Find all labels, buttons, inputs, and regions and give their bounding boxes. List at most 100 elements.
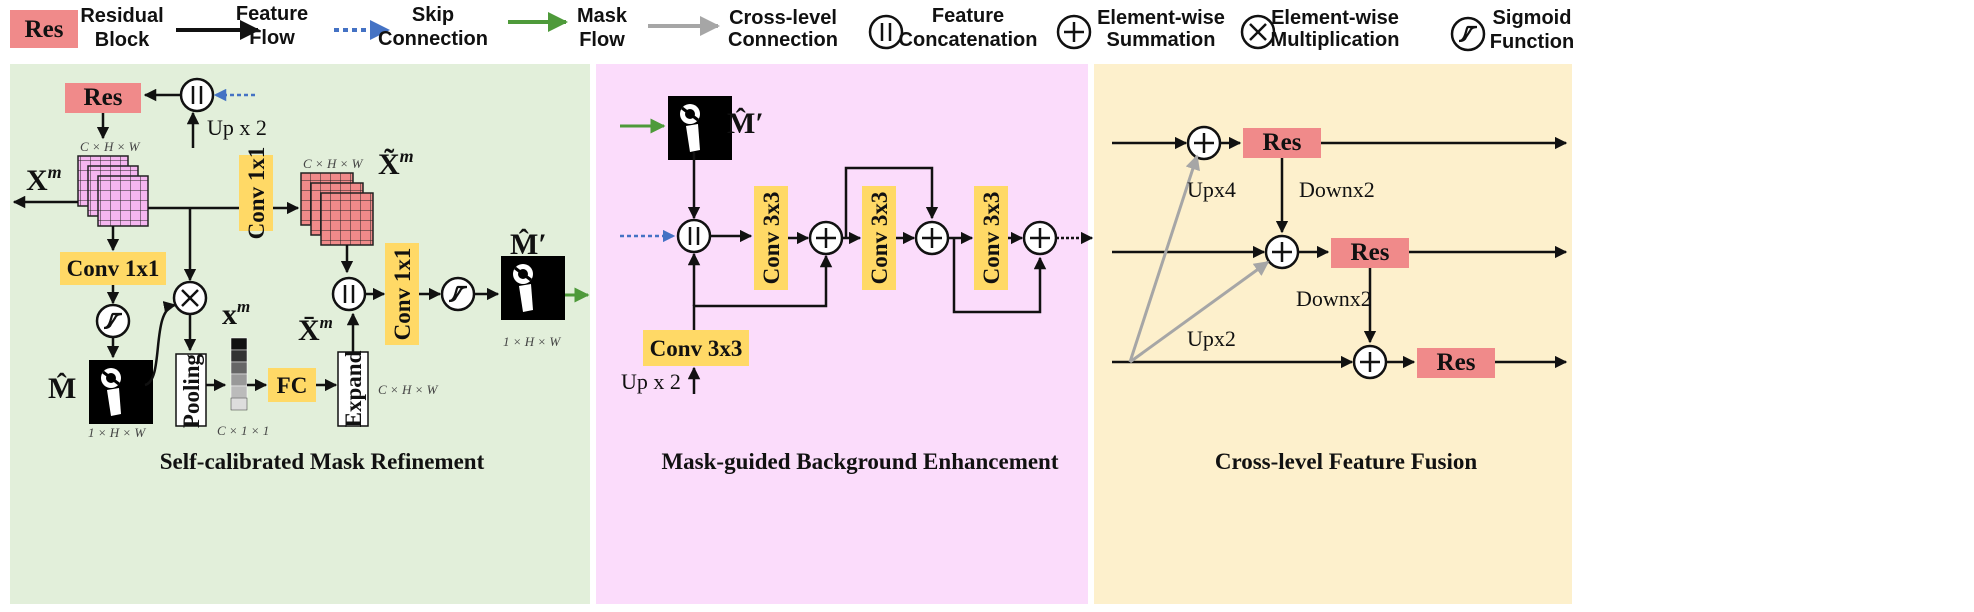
p1-mask-to-mult [144, 301, 177, 387]
p3-downx2-b: Downx2 [1296, 286, 1372, 311]
p1-expand-label: Expand [341, 350, 366, 427]
legend-sum-l2: Summation [1107, 29, 1216, 51]
p1-mask-mhat-prime [499, 254, 567, 322]
p2-conv-b-label: Conv 3x3 [867, 192, 892, 285]
legend-concat-l1: Feature [932, 5, 1004, 27]
p2-concat-icon [676, 218, 712, 254]
panel3-content: Res Downx2 Res Downx2 Res Upx4 Upx2 Cros… [1112, 125, 1568, 474]
p2-sum1-icon [808, 220, 844, 256]
p1-pooling-box [175, 353, 207, 427]
p2-up-label: Up x 2 [621, 369, 681, 394]
p3-res-bot-label: Res [1437, 349, 1476, 376]
legend-mult-icon [1240, 14, 1276, 50]
p1-res-label: Res [84, 84, 123, 111]
p1-fc-box [268, 368, 316, 402]
p2-sum3-icon [1022, 220, 1058, 256]
p1-concat-mid-icon [331, 276, 367, 312]
p1-up-label: Up x 2 [207, 115, 267, 140]
p1-concat-top-icon [179, 77, 215, 113]
p2-title: Mask-guided Background Enhancement [661, 449, 1058, 474]
p1-dim-1hw-a: 1 × H × W [88, 425, 146, 440]
p1-xsmall-label: xm [222, 297, 250, 331]
legend-residual-l1: Residual [80, 5, 163, 27]
p2-sum2-icon [914, 220, 950, 256]
p1-xbar-label: X̄m [298, 313, 333, 347]
p2-mask-mhat-prime [666, 94, 734, 162]
legend-residual-l2: Block [95, 29, 150, 51]
p1-dim-chw-exp: C × H × W [378, 382, 439, 397]
legend-skip-l2: Connection [378, 28, 488, 50]
p1-feature-cube-xtilde [300, 172, 374, 246]
p1-conv-right-label: Conv 1x1 [390, 248, 415, 341]
p2-conv-b [862, 186, 896, 290]
p1-vector-xm [230, 337, 248, 411]
p1-pooling-label: Pooling [179, 353, 204, 428]
p1-mhat-label: M̂ [48, 372, 76, 405]
p1-title: Self-calibrated Mask Refinement [160, 449, 485, 474]
legend-sigmoid-icon [1450, 16, 1486, 52]
p1-conv-left [60, 252, 166, 285]
legend-cross-l2: Connection [728, 29, 838, 51]
p1-xtilde-label: X̃m [378, 146, 414, 181]
legend-sum-icon [1056, 14, 1092, 50]
panel-feature-fusion [1094, 64, 1572, 604]
legend-mult-l2: Multiplication [1271, 29, 1400, 51]
legend-concat-l2: Concatenation [899, 29, 1038, 51]
p3-upx2-label: Upx2 [1187, 326, 1236, 351]
p3-cross-upx2 [1129, 260, 1270, 364]
p1-sigmoid-right-icon [440, 276, 476, 312]
p3-sum-bot-icon [1352, 344, 1388, 380]
legend-mask-l1: Mask [577, 5, 628, 27]
legend-res-label: Res [25, 16, 64, 43]
legend-res-box [10, 10, 78, 48]
p3-res-bot [1417, 348, 1495, 378]
p1-expand-box [337, 351, 369, 427]
p3-res-top [1243, 128, 1321, 158]
p1-dim-c11: C × 1 × 1 [217, 423, 269, 438]
p1-mask-mhat [87, 358, 155, 426]
p1-dim-chw-mid: C × H × W [303, 156, 364, 171]
p1-conv-mid [239, 155, 273, 231]
legend-mult-l1: Element-wise [1271, 7, 1399, 29]
legend: Res Residual Block Feature Flow Skip Con… [10, 3, 1574, 53]
legend-sigmoid-l1: Sigmoid [1493, 7, 1572, 29]
legend-mask-l2: Flow [579, 29, 625, 51]
legend-feature-l1: Feature [236, 3, 308, 25]
p2-residual-to-sum1 [692, 254, 833, 330]
p3-cross-upx4 [1128, 154, 1200, 363]
p1-dim-chw-top: C × H × W [80, 139, 141, 154]
p3-downx2-a: Downx2 [1299, 177, 1375, 202]
p3-res-mid [1331, 238, 1409, 268]
p1-feature-cube-xm [77, 155, 149, 227]
legend-sigmoid-l2: Function [1490, 31, 1574, 53]
legend-concat-icon [868, 14, 904, 50]
p1-xm-label: Xm [26, 162, 62, 197]
p1-conv-right [385, 243, 419, 345]
p3-sum-top-icon [1186, 125, 1222, 161]
p1-mult-icon [172, 280, 208, 316]
p2-conv-a-label: Conv 3x3 [759, 192, 784, 285]
p2-mhat-prime-label: M̂′ [727, 107, 764, 140]
p1-conv-mid-label: Conv 1x1 [244, 147, 269, 240]
p1-conv-left-label: Conv 1x1 [67, 256, 160, 281]
p3-res-mid-label: Res [1351, 239, 1390, 266]
panel2-content: M̂′ Conv 3x3 Conv 3x3 Conv 3x3 Conv 3x [620, 94, 1094, 474]
p2-skip-top [844, 166, 939, 238]
legend-skip-l1: Skip [412, 4, 454, 26]
p2-skip-bottom [952, 238, 1047, 314]
p1-mhat-prime-label: M̂′ [510, 228, 547, 261]
p2-conv-c [974, 186, 1008, 290]
p3-sum-mid-icon [1264, 234, 1300, 270]
p2-conv-c-label: Conv 3x3 [979, 192, 1004, 285]
p3-upx4-label: Upx4 [1187, 177, 1236, 202]
panel1-content: Res Up x 2 C × H × W Xm Conv 1x1 M̂ [12, 77, 590, 474]
p3-title: Cross-level Feature Fusion [1215, 449, 1478, 474]
p1-sigmoid-left-icon [95, 303, 131, 339]
p2-conv-bottom-label: Conv 3x3 [650, 336, 743, 361]
p2-conv-bottom [643, 330, 749, 366]
legend-sum-l1: Element-wise [1097, 7, 1225, 29]
p1-dim-1hw-b: 1 × H × W [503, 334, 561, 349]
p3-res-top-label: Res [1263, 129, 1302, 156]
p1-res-box [65, 83, 141, 113]
